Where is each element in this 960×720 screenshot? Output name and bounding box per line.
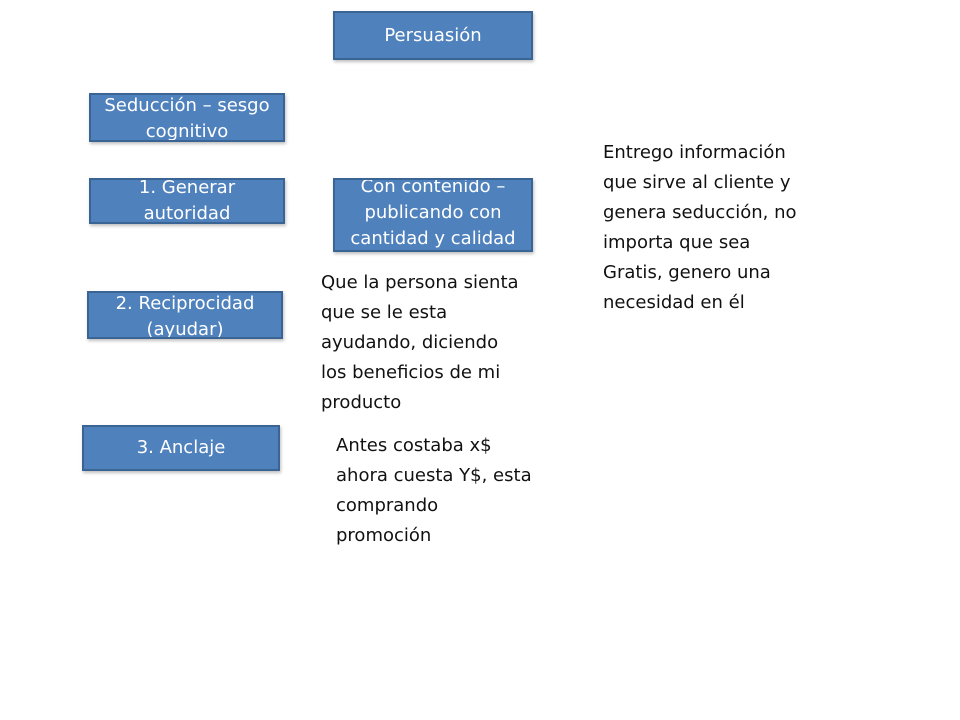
autoridad-box: 1. Generar autoridad (89, 178, 285, 224)
autoridad-label: 1. Generar autoridad (138, 178, 236, 224)
contenido-label: Con contenido – publicando con cantidad … (350, 178, 516, 249)
reciprocidad-box: 2. Reciprocidad (ayudar) (87, 291, 283, 339)
anclaje-box: 3. Anclaje (82, 425, 280, 471)
anclaje-note: Antes costaba x$ ahora cuesta Y$, esta c… (336, 435, 532, 546)
seduccion-label: Seducción – sesgo cognitivo (104, 95, 270, 142)
contenido-box: Con contenido – publicando con cantidad … (333, 178, 533, 252)
seduccion-box: Seducción – sesgo cognitivo (89, 93, 285, 142)
persuasion-label: Persuasión (384, 24, 482, 46)
persuasion-box: Persuasión (333, 11, 533, 60)
reciprocidad-label: 2. Reciprocidad (ayudar) (115, 293, 255, 339)
anclaje-label: 3. Anclaje (136, 437, 226, 458)
reciprocidad-note: Que la persona sienta que se le esta ayu… (321, 272, 519, 413)
seduccion-note: Entrego información que sirve al cliente… (603, 142, 797, 313)
